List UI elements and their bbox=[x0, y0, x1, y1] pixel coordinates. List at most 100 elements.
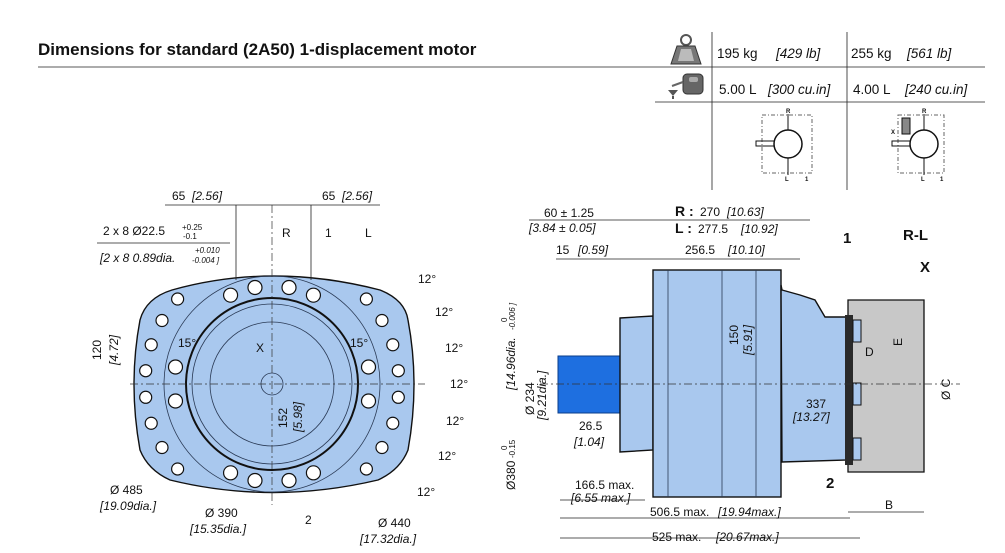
page-title: Dimensions for standard (2A50) 1-displac… bbox=[38, 40, 477, 59]
dim-26: 26.5 bbox=[579, 419, 603, 433]
svg-text:1: 1 bbox=[805, 177, 809, 183]
port-1-label: 1 bbox=[325, 226, 332, 240]
bolt-hole bbox=[139, 390, 153, 404]
weight-imperial-1: [429 lb] bbox=[775, 46, 822, 61]
mount-hole bbox=[360, 393, 377, 409]
dim-d: D bbox=[865, 345, 874, 359]
svg-text:[6.55 max.]: [6.55 max.] bbox=[570, 491, 631, 505]
dim-65-right: 65 bbox=[322, 189, 336, 203]
bolt-hole bbox=[391, 364, 405, 378]
svg-text:R: R bbox=[786, 109, 791, 115]
dim-d440: Ø 440 bbox=[378, 516, 411, 530]
svg-text:R :: R : bbox=[675, 203, 694, 219]
svg-text:[14.96dia.: [14.96dia. bbox=[504, 337, 518, 391]
dim-d380: Ø380 bbox=[504, 460, 518, 490]
dim-60: 60 ± 1.25 bbox=[544, 206, 594, 220]
dim-b: B bbox=[885, 498, 893, 512]
mount-hole bbox=[222, 287, 239, 303]
dim-d390: Ø 390 bbox=[205, 506, 238, 520]
svg-text:[10.92]: [10.92] bbox=[740, 222, 778, 236]
svg-text:12°: 12° bbox=[435, 305, 453, 319]
dim-e: E bbox=[891, 338, 905, 346]
dim-506: 506.5 max. bbox=[650, 505, 709, 519]
svg-text:+0.010: +0.010 bbox=[195, 246, 220, 255]
svg-text:[2 x 8 0.89dia.: [2 x 8 0.89dia. bbox=[99, 251, 175, 265]
svg-text:12°: 12° bbox=[418, 272, 436, 286]
svg-text:L :: L : bbox=[675, 220, 692, 236]
svg-text:L: L bbox=[921, 177, 925, 183]
dim-d485: Ø 485 bbox=[110, 483, 143, 497]
mount-hole bbox=[247, 279, 263, 296]
holes-dim: 2 x 8 Ø22.5 bbox=[103, 224, 165, 238]
dim-337: 337 bbox=[806, 397, 826, 411]
svg-text:[19.09dia.]: [19.09dia.] bbox=[99, 499, 157, 513]
mount-hole bbox=[222, 465, 239, 481]
svg-text:[5.91]: [5.91] bbox=[741, 324, 755, 356]
svg-text:[19.94max.]: [19.94max.] bbox=[717, 505, 781, 519]
bolt-hole bbox=[171, 462, 185, 476]
port-l-label: L bbox=[365, 226, 372, 240]
bolt-hole bbox=[155, 313, 169, 328]
svg-text:-0.1: -0.1 bbox=[183, 232, 197, 241]
svg-text:[2.56]: [2.56] bbox=[341, 189, 373, 203]
svg-text:15°: 15° bbox=[350, 336, 368, 350]
svg-text:L: L bbox=[785, 177, 789, 183]
bolt-hole bbox=[144, 416, 158, 430]
port-r-label: R bbox=[282, 226, 291, 240]
bolt-hole bbox=[386, 416, 400, 430]
svg-text:0: 0 bbox=[500, 317, 509, 322]
oil-can-icon bbox=[668, 73, 704, 99]
mount-hole bbox=[281, 472, 297, 489]
svg-text:R: R bbox=[922, 109, 927, 115]
svg-text:[1.04]: [1.04] bbox=[573, 435, 605, 449]
svg-text:[17.32dia.]: [17.32dia.] bbox=[359, 532, 417, 546]
mount-hole bbox=[305, 287, 322, 303]
svg-text:15°: 15° bbox=[178, 336, 196, 350]
mount-hole bbox=[281, 279, 297, 296]
weight-value-2: 255 kg bbox=[851, 46, 892, 61]
svg-text:[4.72]: [4.72] bbox=[107, 334, 121, 366]
svg-text:12°: 12° bbox=[445, 341, 463, 355]
oil-value-1: 5.00 L bbox=[719, 82, 757, 97]
svg-text:[20.67max.]: [20.67max.] bbox=[715, 530, 779, 544]
hydraulic-schematic-2: X R L 1 bbox=[891, 109, 945, 183]
svg-text:12°: 12° bbox=[417, 485, 435, 499]
dim-65-left: 65 bbox=[172, 189, 186, 203]
dim-r: 270 bbox=[700, 205, 720, 219]
svg-text:12°: 12° bbox=[446, 414, 464, 428]
svg-text:[3.84 ± 0.05]: [3.84 ± 0.05] bbox=[528, 221, 596, 235]
bolt-hole bbox=[155, 440, 169, 455]
side-view bbox=[529, 219, 960, 539]
mount-hole bbox=[247, 472, 263, 489]
bolt-hole bbox=[391, 390, 405, 404]
dim-15: 15 bbox=[556, 243, 570, 257]
mount-hole bbox=[167, 359, 184, 375]
side-port-1-label: 1 bbox=[843, 230, 851, 247]
dim-525: 525 max. bbox=[652, 530, 701, 544]
bolt-hole bbox=[139, 364, 153, 378]
svg-text:12°: 12° bbox=[438, 449, 456, 463]
dim-l: 277.5 bbox=[698, 222, 728, 236]
bolt-hole bbox=[359, 292, 373, 306]
svg-text:0: 0 bbox=[500, 445, 509, 450]
hydraulic-schematic-1: R L 1 bbox=[755, 109, 813, 183]
dim-c: Ø C bbox=[939, 378, 953, 400]
weight-imperial-2: [561 lb] bbox=[906, 46, 953, 61]
svg-text:[10.10]: [10.10] bbox=[727, 243, 765, 257]
svg-text:X: X bbox=[891, 130, 895, 136]
weight-icon bbox=[670, 34, 702, 65]
mount-hole bbox=[360, 359, 377, 375]
port-x-label: X bbox=[256, 341, 264, 355]
mount-hole bbox=[305, 465, 322, 481]
dim-166: 166.5 max. bbox=[575, 478, 634, 492]
svg-text:[2.56]: [2.56] bbox=[191, 189, 223, 203]
side-port-x-label: X bbox=[920, 259, 930, 276]
port-2-label: 2 bbox=[305, 513, 312, 527]
svg-text:-0.006 ]: -0.006 ] bbox=[508, 302, 517, 330]
svg-text:[5.98]: [5.98] bbox=[291, 401, 305, 433]
svg-text:+0.25: +0.25 bbox=[182, 223, 203, 232]
bolt-hole bbox=[171, 292, 185, 306]
dim-256: 256.5 bbox=[685, 243, 715, 257]
front-view bbox=[130, 204, 425, 505]
